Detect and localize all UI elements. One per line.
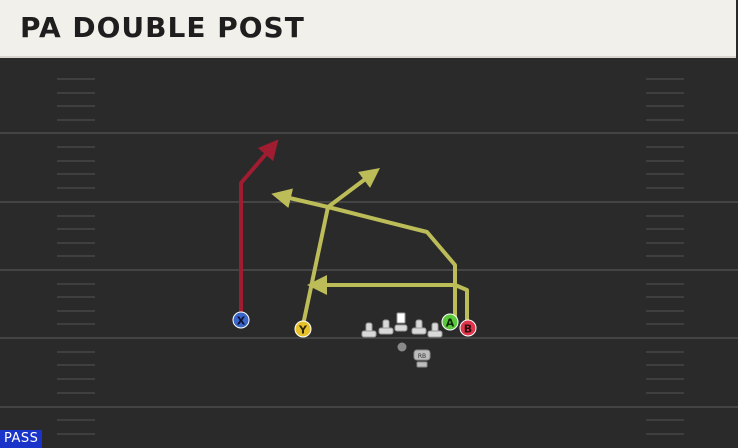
player-x: X [232,311,250,329]
left-hash-marks [57,78,95,435]
player-b: B [459,319,477,337]
route-a-deep-cross [271,188,457,320]
play-title: PA DOUBLE POST [20,11,305,44]
quarterback-marker [397,342,407,352]
route-x-post [239,139,279,320]
football-field: RB X Y A B [0,60,738,448]
lineman-icon [427,322,443,338]
center-icon [394,312,408,332]
running-back-icon: RB [413,349,431,368]
lineman-icon [361,322,377,338]
play-type-badge: PASS [0,430,43,448]
player-b-label: B [464,323,472,336]
player-a-label: A [446,317,455,330]
route-b-drag [307,275,469,324]
yard-lines [0,132,738,408]
player-y-label: Y [298,324,308,337]
rb-label: RB [418,353,426,360]
offensive-line [361,312,443,338]
title-bar: PA DOUBLE POST [0,0,736,58]
lineman-icon [378,319,394,335]
player-x-label: X [237,315,246,328]
turf [0,60,738,448]
lineman-icon [411,319,427,335]
routes [239,139,469,327]
right-hash-marks [646,78,684,435]
player-a: A [441,313,459,331]
player-y: Y [294,320,312,338]
